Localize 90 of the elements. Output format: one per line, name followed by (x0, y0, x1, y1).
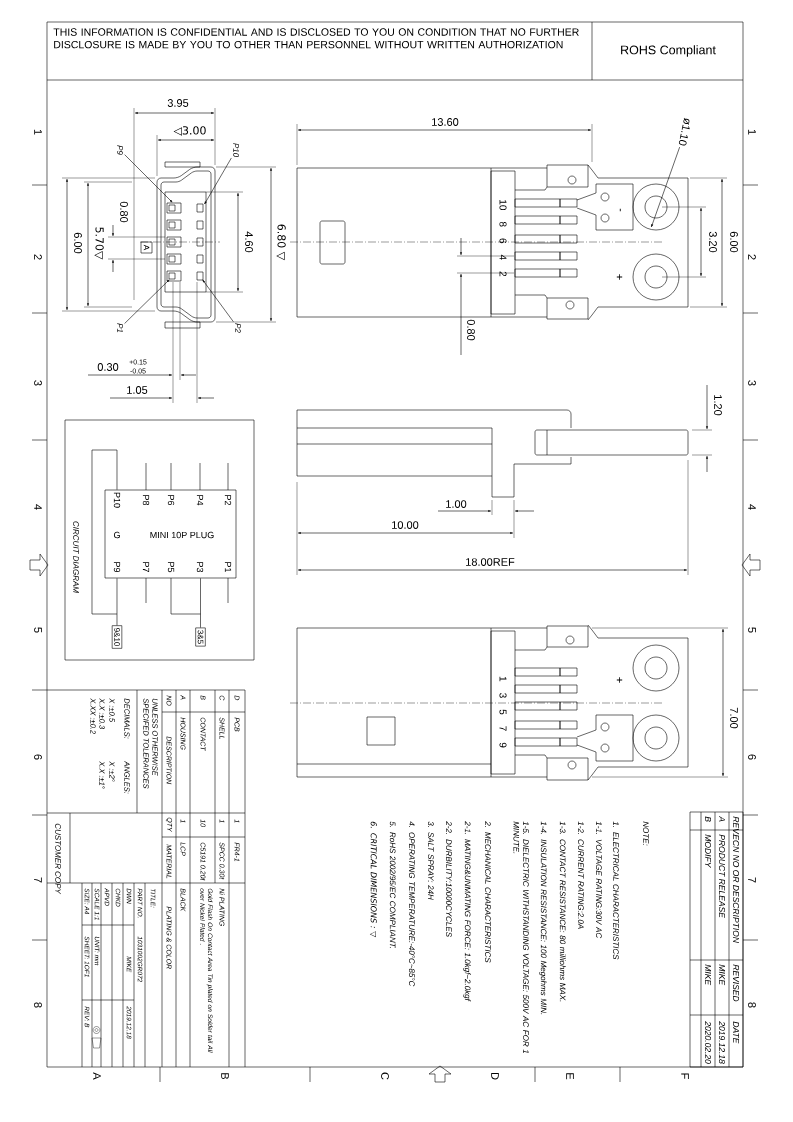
zone-number: 1 (34, 129, 42, 135)
leader-line (204, 157, 232, 205)
revision-entry: MIKE (719, 964, 725, 986)
connection-box: 9&10 (111, 625, 123, 649)
note-text: 6. CRITICAL DIMENSIONS : ▽ (369, 821, 377, 938)
connection-box: 3&5 (195, 627, 206, 647)
note-text: 1-1. VOLTAGE RATING:30V AC (596, 821, 602, 939)
leader-line (202, 279, 234, 323)
dimension-text: 1.00 (446, 500, 467, 508)
zone-number: 1 (748, 129, 756, 135)
dimension-text: 4.60 (245, 231, 253, 253)
note-text: 2. MECHANICAL CHARACTERISTICS (485, 821, 491, 963)
revision-entry: REV. (733, 816, 739, 835)
note-text: 1-3. CONTACT RESISTANCE: 80 milliohms MAX. (559, 821, 566, 1002)
zone-number: 6 (34, 754, 42, 760)
revision-entry: A (719, 815, 725, 822)
compliance-label: ROHS Compliant (621, 45, 716, 57)
leader-line (124, 154, 173, 203)
zone-number: 5 (34, 627, 42, 633)
pin-label: P1 (117, 323, 123, 333)
zone-number: 4 (34, 504, 42, 510)
pin-numbers: 10 8 6 4 2 (499, 200, 507, 277)
zone-number: 2 (34, 254, 42, 260)
dimension-text: 18.00REF (466, 558, 515, 566)
dimension-text: 6.00 (730, 231, 738, 253)
dimension-text: 13.60 (432, 118, 459, 126)
confidentiality-notice: THIS INFORMATION IS CONFIDENTIAL AND IS DISCLOSED TO YOU ON CONDITION THAT NO FURTHER DISCLOSURE IS MADE BY YOU TO OTHER THAN PERSONNEL WITHOUT WRITTEN AUTHORIZATION (53, 28, 579, 49)
pin-numbers: 1 3 5 7 9 (499, 676, 507, 748)
dimension-text: ø1.10 (678, 117, 690, 146)
zone-number: 3 (748, 380, 756, 386)
polarity-sign: - (619, 208, 621, 212)
wire (170, 577, 201, 628)
dimension-text: 6.00 (74, 232, 82, 254)
revision-entry: 2020.02.20 (705, 1021, 711, 1064)
dimension-text: 7.00 (730, 707, 738, 729)
zone-number: 8 (748, 1002, 756, 1008)
note-text: 1-2. CURRENT RATING:2.0A (578, 821, 584, 929)
zone-letter: B (221, 1073, 229, 1080)
note-text: 2-2. DURBILITY:10000CYCLES (446, 821, 452, 937)
pin-label: P10 (233, 143, 239, 158)
revision-entry: DATE (733, 1021, 739, 1044)
note-text: 4. OPERATING TEMPERATURE:-40°C~85°C (409, 821, 415, 987)
leader-line (124, 279, 170, 324)
revision-entry: MIKE (705, 964, 711, 986)
zone-number: 8 (34, 1002, 42, 1008)
zone-number: 6 (748, 754, 756, 760)
dimension-text: 1.20 (714, 395, 722, 416)
zone-number: 3 (34, 380, 42, 386)
revision-entry: REVISED (733, 964, 739, 1002)
dimension-text: 6.80 ▽ (276, 224, 286, 261)
note-text: 1-5. DIELECTRIC WITHSTANDING VOLTAGE: 500V AC FOR 1 MINUTE. (513, 821, 529, 1054)
zone-number: 5 (748, 627, 756, 633)
zone-letter: A (93, 1072, 101, 1080)
note-text: NOTE: (643, 821, 649, 846)
note-text: 2-1. MATING&UNMATING FORCE: 1.0kgf~2.0kgf (463, 821, 471, 1002)
dimension-text: ◁3.00 (173, 126, 206, 136)
dimension-text: 10.00 (392, 521, 419, 529)
note-text: 1-4. INSULATION RESISTANCE: 100 Megohms MIN. (539, 821, 547, 1015)
revision-entry: PRODUCT RELEASE (719, 834, 725, 918)
zone-letter: E (566, 1073, 574, 1080)
pin-label: P9 (117, 145, 123, 155)
pin-label: P2 (235, 323, 241, 333)
title-block-text: CUSTOMER COPY (55, 823, 61, 895)
zone-number: 2 (748, 254, 756, 260)
revision-entry: MODIFY (705, 834, 711, 868)
dimension-text: 0.80 (467, 319, 475, 341)
note-text: 5. RoHS 2002/95/EC COMPLIANT. (389, 821, 396, 949)
dimension-text: 5.70▽ (94, 227, 104, 260)
datum-label: A (143, 244, 150, 251)
zone-number: 4 (748, 504, 756, 510)
zone-letter: D (491, 1072, 499, 1080)
dimension-text: 0.80 (120, 201, 128, 223)
zone-number: 7 (748, 877, 756, 883)
note-text: 3. SALT SPRAY: 24H (428, 821, 434, 900)
leader-line (651, 146, 680, 228)
zone-letter: C (381, 1072, 389, 1080)
dimension-text: 0.30 (97, 363, 119, 371)
dimension-text: 1.05 (127, 386, 148, 394)
revision-entry: 2019.12.18 (719, 1021, 725, 1064)
note-text: 1. ELECTRICAL CHARACTERISTICS (613, 821, 619, 960)
wire (91, 449, 118, 626)
polarity-sign: + (616, 677, 623, 683)
revision-entry: B (705, 816, 711, 822)
zone-number: 7 (34, 877, 42, 883)
polarity-sign: + (616, 274, 623, 280)
dimension-text: 3.95 (167, 99, 189, 107)
dimension-text: 3.20 (709, 231, 717, 253)
zone-letter: F (681, 1073, 689, 1079)
plug-symbol-box: P10 P8 P6 P4 P2 G MINI 10P PLUG P9 P7 P5 P3 P1 (104, 489, 237, 579)
revision-entry: ECN NO OR DESCRIPTION (733, 834, 739, 943)
